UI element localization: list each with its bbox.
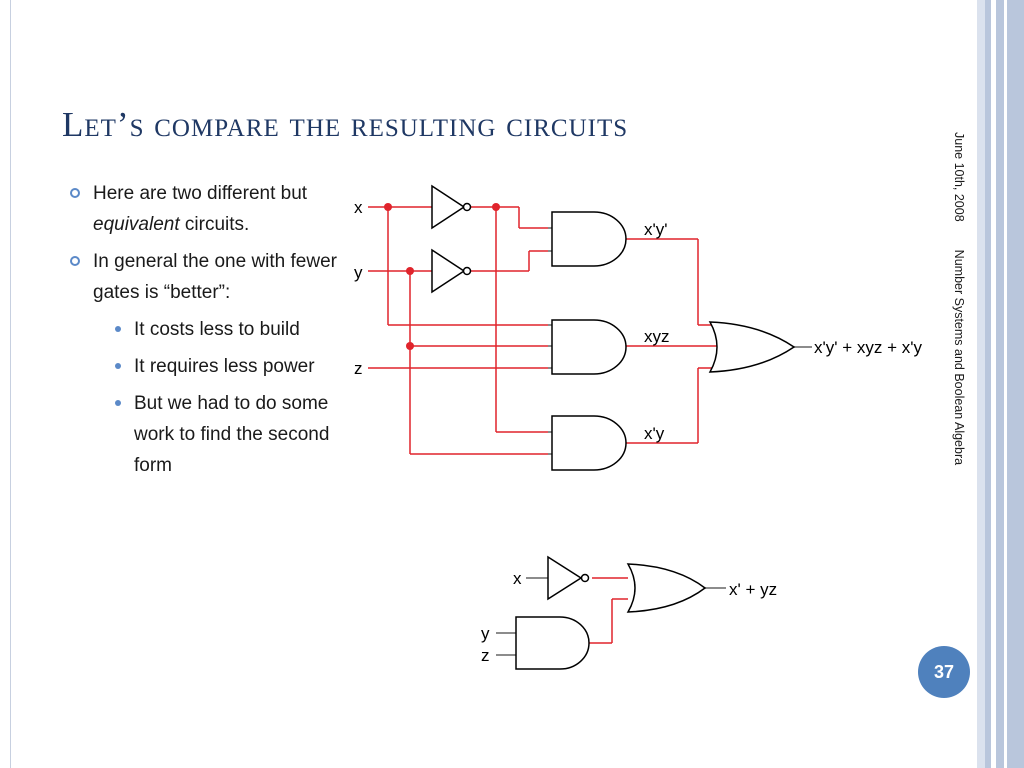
- junction-dot: [492, 203, 500, 211]
- sub-bullet-item: It requires less power: [70, 351, 340, 382]
- bullet-item: Here are two different but equivalent ci…: [70, 178, 340, 240]
- not-gate-x2: [547, 555, 590, 601]
- and-gate-yz: [515, 616, 590, 670]
- bullet-dot-icon: [115, 400, 121, 406]
- bullet-list: Here are two different but equivalent ci…: [70, 178, 340, 487]
- decor-stripe: [1004, 0, 1007, 768]
- junction-dot: [406, 342, 414, 350]
- bullet-item: In general the one with fewer gates is “…: [70, 246, 340, 308]
- bullet-dot-icon: [115, 326, 121, 332]
- circuit2-wires: [588, 577, 628, 644]
- bullet-dot-icon: [115, 363, 121, 369]
- page-number-badge: 37: [918, 646, 970, 698]
- junction-dots: [384, 203, 500, 350]
- or-gate-1: [708, 321, 796, 373]
- sub-bullet-text: But we had to do some work to find the s…: [134, 393, 330, 476]
- junction-dot: [406, 267, 414, 275]
- circuit1-wires: [368, 206, 726, 455]
- gate-output-label: x'y': [644, 220, 668, 239]
- input-label-x: x: [354, 198, 363, 217]
- not-gate-x: [431, 184, 472, 230]
- input-label-x: x: [513, 569, 522, 588]
- slide-date: June 10th, 2008: [952, 132, 966, 222]
- sub-bullet-item: But we had to do some work to find the s…: [70, 388, 340, 481]
- gate-output-label: xyz: [644, 327, 670, 346]
- gate-output-label: x'y: [644, 424, 665, 443]
- output-label: x'y' + xyz + x'y: [814, 338, 922, 357]
- decor-stripe: [977, 0, 985, 768]
- side-footer: June 10th, 2008Number Systems and Boolea…: [952, 132, 966, 465]
- slide-footer-text: Number Systems and Boolean Algebra: [952, 249, 966, 466]
- input-label-z: z: [481, 646, 490, 665]
- not-gate-y: [431, 248, 472, 294]
- sub-bullet-text: It requires less power: [134, 356, 315, 377]
- bullet-ring-icon: [70, 256, 80, 266]
- decor-stripe: [1007, 0, 1024, 768]
- output-label: x' + yz: [729, 580, 777, 599]
- bullet-ring-icon: [70, 188, 80, 198]
- decor-stripe: [996, 0, 1004, 768]
- circuit2-stubs: [496, 577, 726, 656]
- input-label-y: y: [354, 263, 363, 282]
- input-label-z: z: [354, 359, 363, 378]
- slide-title: Let’s compare the resulting circuits: [62, 105, 629, 144]
- input-label-y: y: [481, 624, 490, 643]
- sub-bullet-text: It costs less to build: [134, 319, 300, 340]
- decor-stripe: [985, 0, 991, 768]
- and-gate-3: [551, 415, 627, 471]
- bullet-text: circuits.: [179, 214, 250, 235]
- bullet-text: Here are two different but: [93, 183, 308, 204]
- or-gate-2: [626, 563, 707, 613]
- junction-dot: [384, 203, 392, 211]
- sub-bullet-item: It costs less to build: [70, 314, 340, 345]
- decor-stripe: [991, 0, 996, 768]
- bullet-emphasis: equivalent: [93, 214, 180, 235]
- and-gate-2: [551, 319, 627, 375]
- and-gate-1: [551, 211, 627, 267]
- bullet-text: In general the one with fewer gates is “…: [93, 251, 337, 303]
